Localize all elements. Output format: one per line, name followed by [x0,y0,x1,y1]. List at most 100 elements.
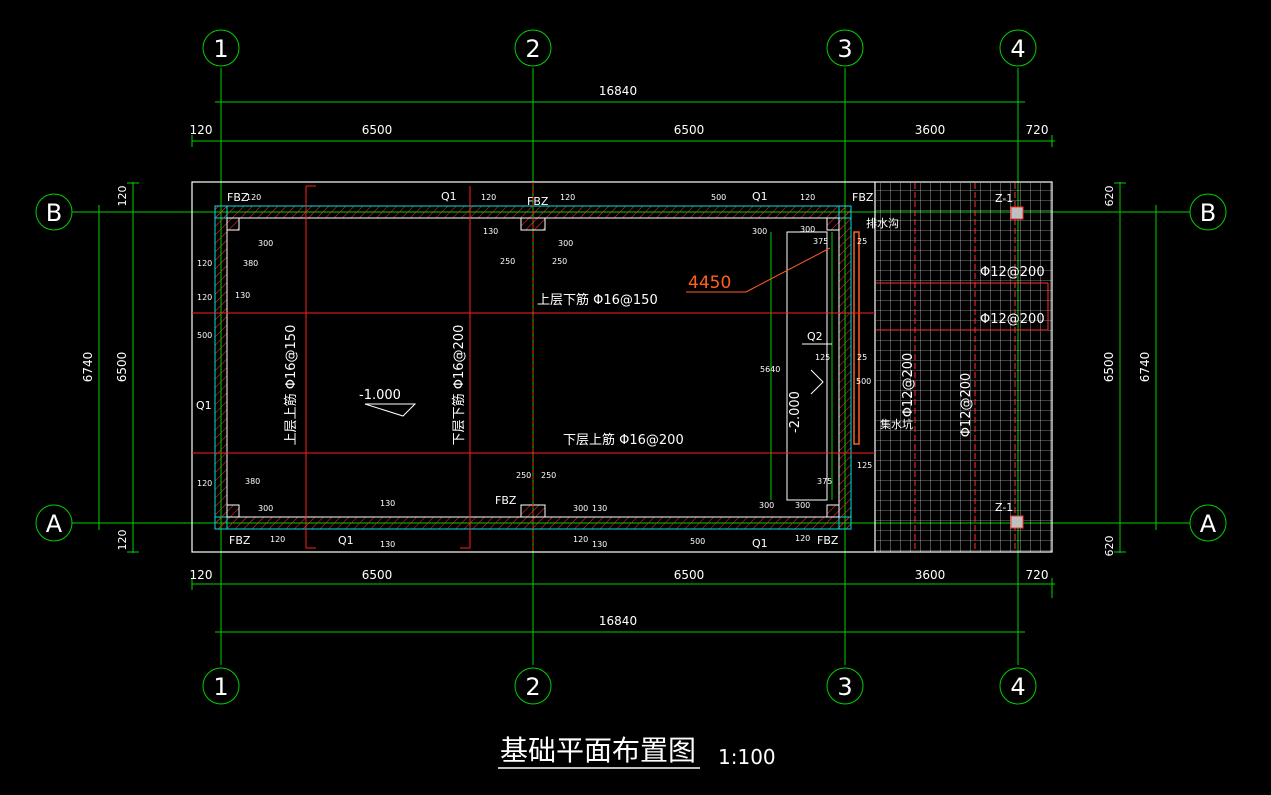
dim-top-span-3: 3600 [915,123,946,137]
axis-bubble-4-top: 4 [999,29,1037,67]
label-bottom-rebar-top: 下层上筋 Φ16@200 [563,432,684,448]
small-dim: 120 [560,193,575,202]
label-top-rebar-low: 上层下筋 Φ16@150 [537,292,658,308]
svg-text:B: B [1200,199,1216,227]
axis-bubble-B-left: B [35,193,73,231]
z1-label-top: Z-1 [995,192,1013,205]
small-dim: 300 [258,504,273,513]
svg-text:2: 2 [525,35,540,63]
elevation-marks: -1.000 -2.000 4450 [359,247,831,433]
svg-text:3: 3 [837,35,852,63]
dim-left-outer: 6740 [81,352,95,383]
fbz-tag: FBZ [495,494,517,507]
elevation-leader-value: 4450 [688,273,731,293]
axis-bubble-3-bottom: 3 [826,667,864,705]
dim-bottom-span-3: 3600 [915,568,946,582]
axis-bubbles: 1 2 3 4 1 2 3 4 B A B A [35,29,1227,705]
q1-tag: Q1 [752,537,768,550]
axis-bubble-1-bottom: 1 [202,667,240,705]
small-dim: 120 [197,293,212,302]
small-dim: 500 [197,331,212,340]
axis-bubble-4-bottom: 4 [999,667,1037,705]
small-dim: 120 [573,535,588,544]
axis-bubble-1-top: 1 [202,29,240,67]
q1-tag: Q1 [338,534,354,547]
fbz-tag: FBZ [527,195,549,208]
small-dim: 130 [592,504,607,513]
small-dim: 300 [800,225,815,234]
elevation-pit: -2.000 [788,391,803,433]
svg-text:A: A [1200,510,1217,538]
svg-text:1: 1 [213,673,228,701]
dim-bottom-span-4: 720 [1026,568,1049,582]
small-dim: 120 [197,259,212,268]
small-dim: 125 [815,353,830,362]
q1-tag: Q1 [441,190,457,203]
small-dim: 120 [800,193,815,202]
svg-text:B: B [46,199,62,227]
dim-left-small-bottom: 120 [116,530,129,551]
fbz-tag: FBZ [227,191,249,204]
svg-text:4: 4 [1010,35,1025,63]
axis-bubble-A-right: A [1189,504,1227,542]
member-tags: FBZ FBZ FBZ FBZ FBZ FBZ Q1 Q1 Q1 Q1 Q1 Q… [196,190,913,550]
label-left-rebar-v1: 上层上筋 Φ16@150 [283,325,299,446]
small-dim: 120 [197,479,212,488]
small-dim: 250 [552,257,567,266]
left-dimensions: 6740 6500 120 120 [81,182,139,553]
small-dim: 250 [500,257,515,266]
dim-bottom-span-2: 6500 [674,568,705,582]
rebar-mesh-area: Z-1 Z-1 Φ12@200 Φ12@200 Φ12@200 Φ12@200 [876,183,1052,552]
sump-label: 集水坑 [880,417,913,431]
dim-bottom-total: 16840 [599,614,637,628]
q2-tag: Q2 [807,330,823,343]
fbz-tag: FBZ [852,191,874,204]
small-dim: 300 [258,239,273,248]
dim-left-inner: 6500 [115,352,129,383]
dim-top-span-1: 6500 [362,123,393,137]
small-dim: 130 [483,227,498,236]
dim-top-span-0: 120 [190,123,213,137]
q1-tag: Q1 [196,399,212,412]
small-dim: 300 [759,501,774,510]
svg-text:1: 1 [213,35,228,63]
small-dim: 375 [817,477,832,486]
small-dim: 500 [690,537,705,546]
sump-pit [770,231,860,501]
svg-text:2: 2 [525,673,540,701]
label-left-rebar-v2: 下层下筋 Φ16@200 [451,325,467,446]
dim-top-total: 16840 [599,84,637,98]
rebar-lines [192,182,875,552]
small-dim: 25 [857,237,867,246]
small-dimensions: 120 300 380 120 120 130 500 120 130 120 … [197,193,872,549]
small-dim: 250 [516,471,531,480]
axis-bubble-A-left: A [35,504,73,542]
mesh-rebar-h2: Φ12@200 [980,312,1045,327]
small-dim: 130 [235,291,250,300]
mesh-rebar-v1: Φ12@200 [901,353,916,418]
q1-tag: Q1 [752,190,768,203]
small-dim: 300 [558,239,573,248]
small-dim: 500 [711,193,726,202]
axis-bubble-3-top: 3 [826,29,864,67]
dim-right-small-top: 620 [1103,186,1116,207]
fbz-tag: FBZ [229,534,251,547]
small-dim: 120 [246,193,261,202]
small-dim: 130 [380,540,395,549]
svg-text:3: 3 [837,673,852,701]
small-dim: 300 [752,227,767,236]
small-dim: 250 [541,471,556,480]
dim-right-outer: 6740 [1138,352,1152,383]
mesh-rebar-h1: Φ12@200 [980,265,1045,280]
small-dim: 5640 [760,365,780,374]
fbz-tag: FBZ [817,534,839,547]
bottom-dimensions: 120 6500 6500 3600 720 16840 [190,568,1055,638]
small-dim: 500 [856,377,871,386]
mesh-rebar-v2: Φ12@200 [959,373,974,438]
drawing-title: 基础平面布置图 1:100 [498,734,776,769]
axis-bubble-B-right: B [1189,193,1227,231]
small-dim: 25 [857,353,867,362]
dim-bottom-span-1: 6500 [362,568,393,582]
small-dim: 125 [857,461,872,470]
